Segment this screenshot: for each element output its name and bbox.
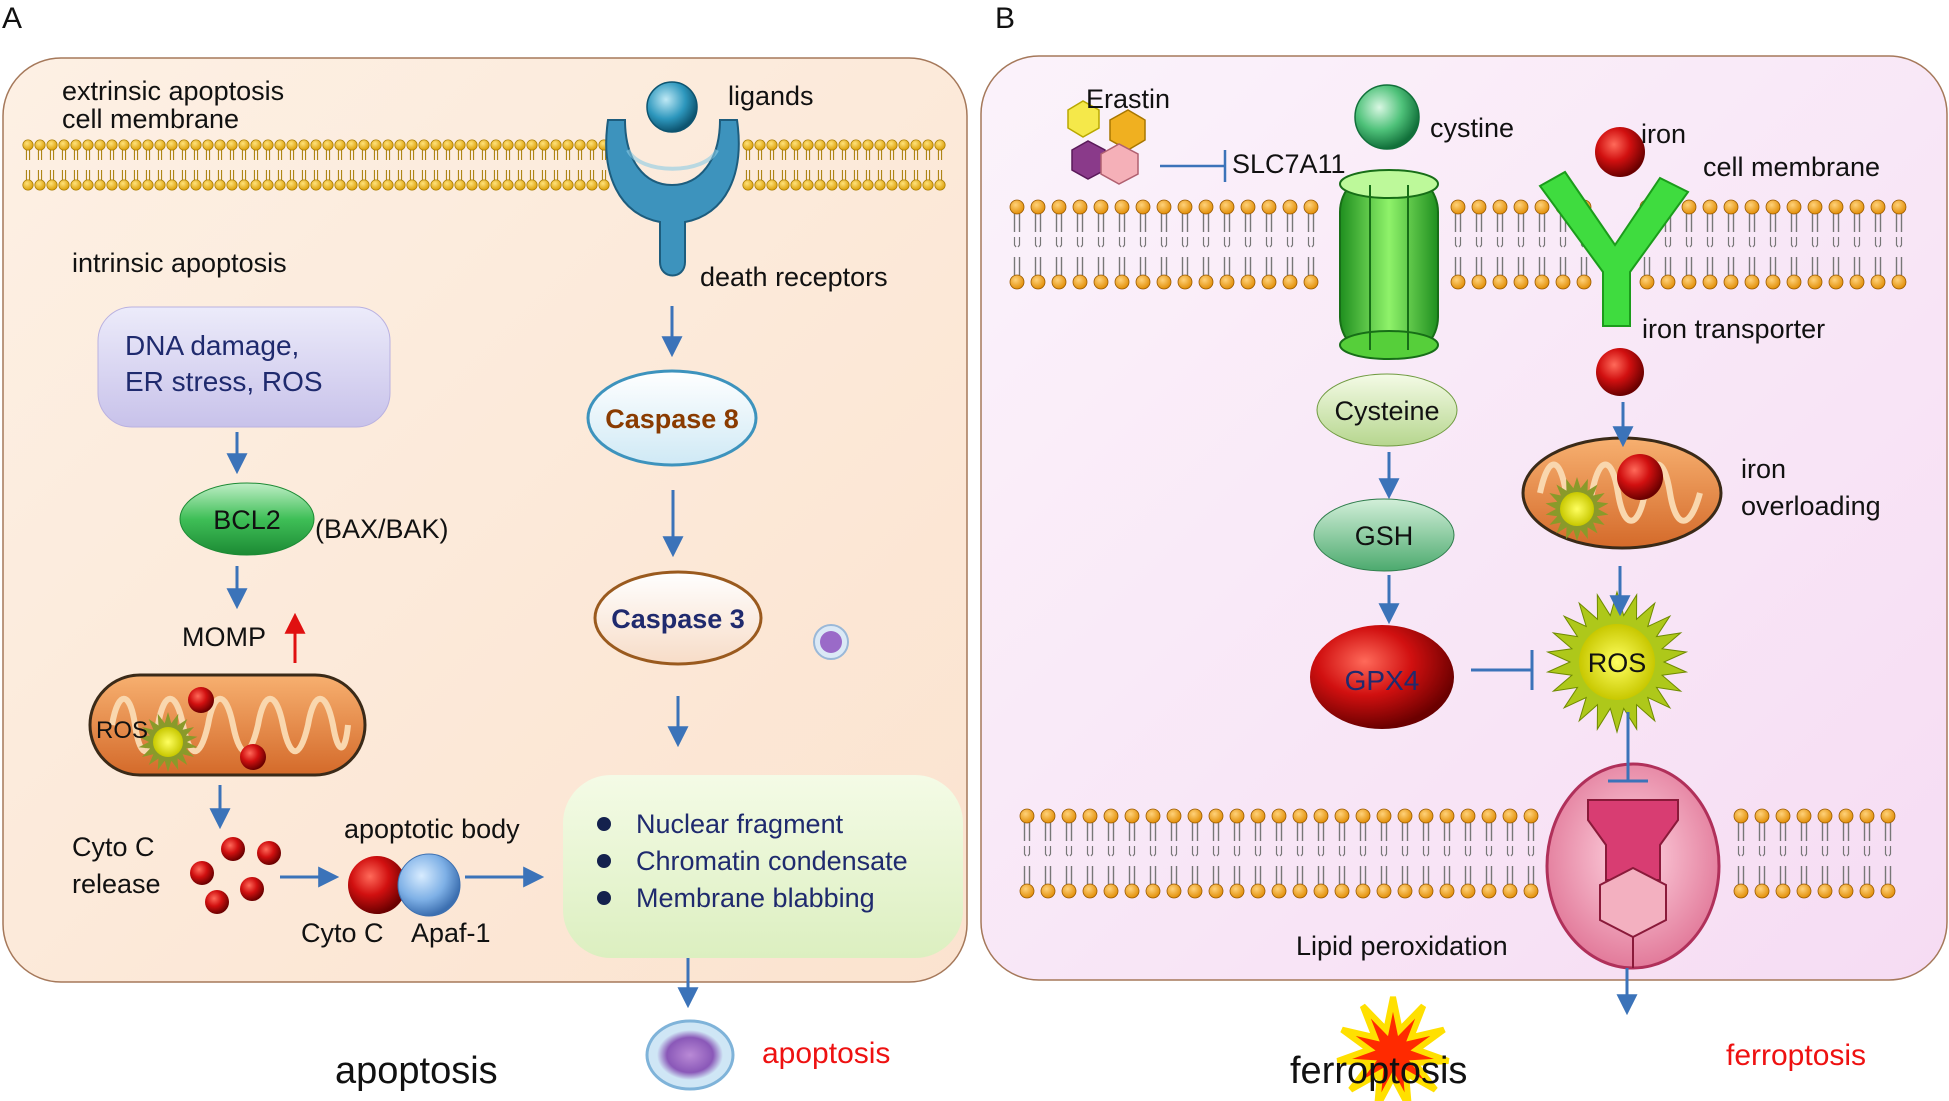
cytoc-release-line1: Cyto C <box>72 832 155 862</box>
momp-label: MOMP <box>182 622 266 652</box>
caspase8-node <box>586 369 758 467</box>
ferroptosis-caption: ferroptosis <box>1290 1050 1467 1092</box>
small-cell-icon <box>813 624 849 660</box>
cysteine-node <box>1316 373 1458 447</box>
outcome-item: Membrane blabbing <box>636 883 875 913</box>
label-death-receptors: death receptors <box>700 262 888 292</box>
gsh-label: GSH <box>1355 521 1414 551</box>
outcome-bullet <box>597 817 611 831</box>
cyto-c-label: Cyto C <box>301 918 384 948</box>
erastin-inhibits-slc7a11 <box>1160 150 1227 182</box>
ros-label-b: ROS <box>1588 648 1647 678</box>
cystine-icon <box>1354 84 1420 150</box>
lipid-peroxidation-pore-icon <box>1545 762 1721 970</box>
death-receptor-icon <box>605 119 740 277</box>
outcome-bullet <box>597 854 611 868</box>
label-cell-membrane-a: cell membrane <box>62 104 239 134</box>
iron-transporter-label: iron transporter <box>1642 314 1825 344</box>
iron-icon-imported <box>1596 348 1644 396</box>
slc7a11-channel-icon <box>1339 169 1439 360</box>
iron-label: iron <box>1641 119 1686 149</box>
ros-burst-a-icon <box>138 712 198 772</box>
outcome-item: Chromatin condensate <box>636 846 908 876</box>
cell-membrane-b-label: cell membrane <box>1703 152 1880 182</box>
cysteine-label: Cysteine <box>1334 396 1439 426</box>
stress-box <box>97 306 391 428</box>
caspase3-node <box>593 570 763 666</box>
stress-text-line2: ER stress, ROS <box>125 366 323 397</box>
panel-a-arrows <box>209 306 699 1009</box>
caspase8-label: Caspase 8 <box>605 404 739 434</box>
iron-in-mito-icon <box>1617 454 1663 500</box>
erastin-icon <box>1067 100 1146 185</box>
ros-burst-in-mito-icon <box>1545 477 1609 541</box>
apaf1-ball-icon <box>397 853 461 917</box>
bax-bak-label: (BAX/BAK) <box>315 514 449 544</box>
ligand-icon <box>646 81 698 133</box>
outcome-bullet <box>597 891 611 905</box>
label-intrinsic-apoptosis: intrinsic apoptosis <box>72 248 287 278</box>
iron-transporter-icon <box>1538 170 1690 327</box>
bcl2-label: BCL2 <box>213 505 281 535</box>
iron-icon-top <box>1595 127 1645 177</box>
label-ligands: ligands <box>728 81 814 111</box>
outcome-item: Nuclear fragment <box>636 809 844 839</box>
panel-b-arrows <box>1378 402 1638 1016</box>
slc7a11-label: SLC7A11 <box>1232 149 1346 179</box>
label-extrinsic-apoptosis: extrinsic apoptosis <box>62 76 284 106</box>
ferroptosis-outcome-label: ferroptosis <box>1726 1039 1866 1072</box>
gpx4-label: GPX4 <box>1345 665 1420 696</box>
gpx4-inhibits-ros <box>1471 650 1534 690</box>
apaf1-label: Apaf-1 <box>411 918 491 948</box>
apoptosis-caption: apoptosis <box>335 1050 498 1092</box>
cytoc-release-line2: release <box>72 869 161 899</box>
erastin-label: Erastin <box>1086 84 1170 114</box>
panel-a-letter: A <box>2 2 22 35</box>
ros-label-a: ROS <box>96 717 148 744</box>
caspase3-label: Caspase 3 <box>611 604 745 634</box>
cyto-c-in-mito-2 <box>240 744 266 770</box>
gpx4-node <box>1310 625 1454 729</box>
iron-overloading-line2: overloading <box>1741 491 1881 521</box>
bcl2-node <box>179 482 315 556</box>
apoptotic-body-label: apoptotic body <box>344 814 520 844</box>
cystine-label: cystine <box>1430 113 1514 143</box>
mitochondrion-b-icon <box>1521 436 1723 550</box>
ferroptosis-burst-icon <box>1336 996 1450 1101</box>
cyto-c-cluster-icon <box>190 837 281 914</box>
apoptotic-cell-icon <box>645 1019 735 1091</box>
cyto-c-in-mito-1 <box>188 687 214 713</box>
lipid-peroxidation-label: Lipid peroxidation <box>1296 931 1508 961</box>
ros-burst-icon <box>1545 590 1689 734</box>
iron-overloading-line1: iron <box>1741 454 1786 484</box>
cyto-c-ball-icon <box>348 856 406 914</box>
apoptosis-outcome-box <box>563 775 963 958</box>
stress-text-line1: DNA damage, <box>125 330 299 361</box>
ros-drives-lipid-peroxidation <box>1608 712 1648 783</box>
panel-b-letter: B <box>995 2 1015 35</box>
apoptosis-outcome-label: apoptosis <box>762 1037 890 1070</box>
